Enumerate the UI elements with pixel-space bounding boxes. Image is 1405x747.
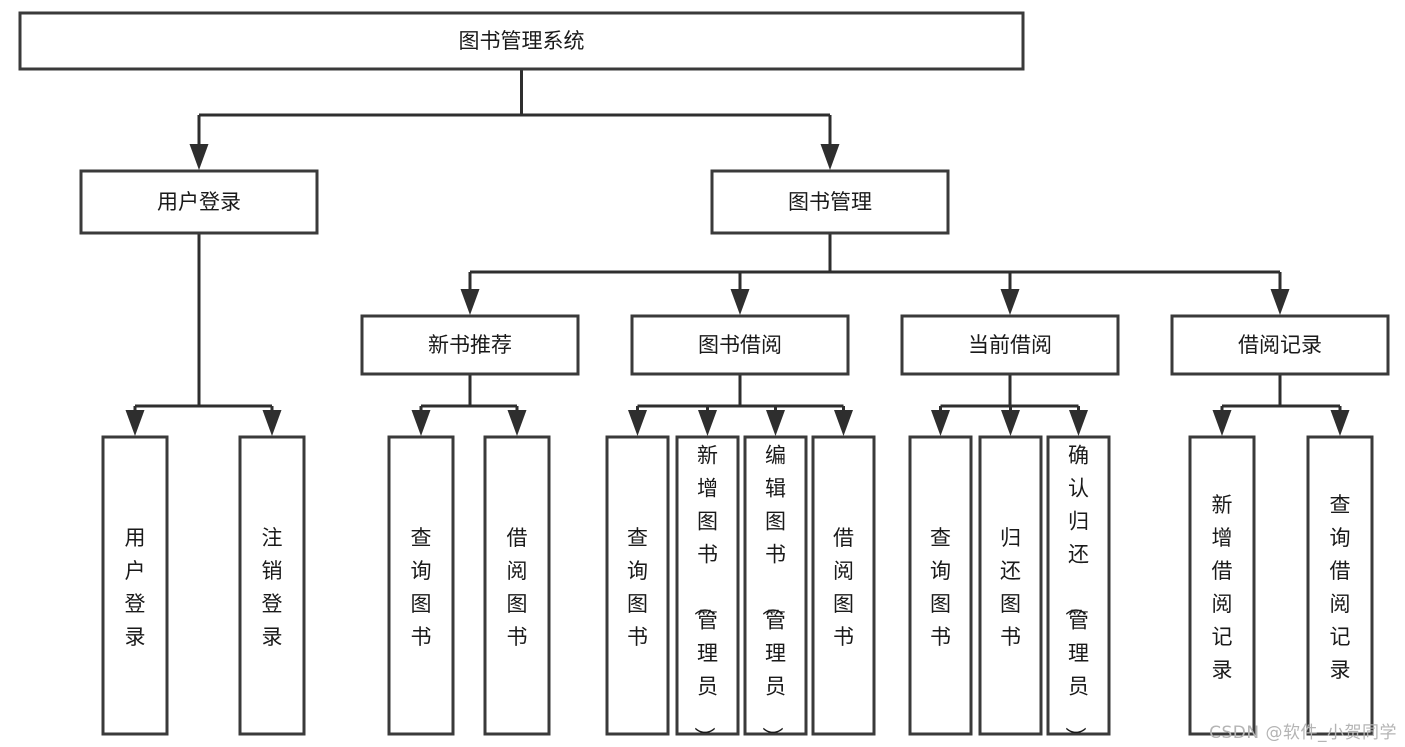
node-root[interactable]: 图书管理系统 (18, 11, 1025, 71)
node-label-leaf-user-login: 用户登录 (125, 526, 146, 649)
node-box-leaf-add-borrow-record (1188, 435, 1256, 736)
node-label-leaf-query-book-2: 查询图书 (627, 526, 648, 649)
csdn-watermark: CSDN @软件_小贺同学 (1209, 723, 1397, 743)
arrowhead-icon (262, 410, 282, 436)
node-box-book-borrow (630, 314, 850, 376)
arrowhead-icon (1001, 410, 1020, 436)
node-box-current-borrow (900, 314, 1120, 376)
connector-group-book-manage (460, 233, 1290, 315)
node-leaf-query-borrow-record[interactable]: 查询借阅记录 (1306, 435, 1374, 736)
arrowhead-icon (1069, 410, 1088, 436)
node-box-leaf-borrow-book-1 (483, 435, 551, 736)
node-label-leaf-edit-book: 编辑图书（管理员） (760, 444, 786, 747)
arrowhead-icon (125, 410, 145, 436)
node-box-book-manage (710, 169, 950, 235)
arrowhead-icon (411, 410, 431, 436)
node-label-leaf-query-book-1: 查询图书 (411, 526, 432, 649)
node-leaf-add-book[interactable]: 新增图书（管理员） (675, 435, 740, 747)
node-label-leaf-add-borrow-record: 新增借阅记录 (1212, 493, 1233, 682)
node-borrow-record[interactable]: 借阅记录 (1170, 314, 1390, 376)
node-box-leaf-borrow-book-2 (811, 435, 876, 736)
node-label-leaf-confirm-return: 确认归还（管理员） (1063, 444, 1089, 747)
node-box-leaf-return-book (978, 435, 1043, 736)
arrowhead-icon (766, 410, 785, 436)
node-box-borrow-record (1170, 314, 1390, 376)
arrowhead-icon (1212, 410, 1232, 436)
arrowhead-icon (1330, 410, 1350, 436)
node-label-current-borrow: 当前借阅 (968, 333, 1052, 357)
arrowhead-icon (189, 144, 209, 170)
node-current-borrow[interactable]: 当前借阅 (900, 314, 1120, 376)
node-leaf-logout[interactable]: 注销登录 (238, 435, 306, 736)
node-leaf-query-book-3[interactable]: 查询图书 (908, 435, 973, 736)
node-box-leaf-confirm-return (1046, 435, 1111, 736)
node-label-leaf-query-borrow-record: 查询借阅记录 (1330, 493, 1351, 682)
arrowhead-icon (834, 410, 853, 436)
arrowhead-icon (931, 410, 950, 436)
node-leaf-query-book-1[interactable]: 查询图书 (387, 435, 455, 736)
node-label-book-manage: 图书管理 (788, 190, 872, 214)
node-label-borrow-record: 借阅记录 (1238, 333, 1322, 357)
arrowhead-icon (460, 289, 480, 315)
node-label-user-login: 用户登录 (157, 190, 241, 214)
node-leaf-return-book[interactable]: 归还图书 (978, 435, 1043, 736)
arrowhead-icon (730, 289, 750, 315)
node-box-leaf-query-book-1 (387, 435, 455, 736)
node-box-leaf-query-book-2 (605, 435, 670, 736)
node-label-leaf-borrow-book-2: 借阅图书 (833, 526, 854, 649)
node-box-leaf-user-login (101, 435, 169, 736)
node-leaf-borrow-book-2[interactable]: 借阅图书 (811, 435, 876, 736)
node-new-book-recommend[interactable]: 新书推荐 (360, 314, 580, 376)
node-box-leaf-logout (238, 435, 306, 736)
arrowhead-icon (698, 410, 717, 436)
node-user-login[interactable]: 用户登录 (79, 169, 319, 235)
connector-group-book-borrow (628, 374, 853, 436)
node-leaf-edit-book[interactable]: 编辑图书（管理员） (743, 435, 808, 747)
node-box-new-book-recommend (360, 314, 580, 376)
connector-group-user-login (125, 233, 282, 436)
node-leaf-add-borrow-record[interactable]: 新增借阅记录 (1188, 435, 1256, 736)
node-label-leaf-borrow-book-1: 借阅图书 (507, 526, 528, 649)
node-leaf-user-login[interactable]: 用户登录 (101, 435, 169, 736)
connectors-layer (125, 69, 1350, 436)
node-leaf-borrow-book-1[interactable]: 借阅图书 (483, 435, 551, 736)
node-label-leaf-logout: 注销登录 (262, 526, 283, 649)
node-box-leaf-query-book-3 (908, 435, 973, 736)
arrowhead-icon (507, 410, 527, 436)
arrowhead-icon (1000, 289, 1020, 315)
node-book-manage[interactable]: 图书管理 (710, 169, 950, 235)
node-book-borrow[interactable]: 图书借阅 (630, 314, 850, 376)
connector-group-root (189, 69, 840, 170)
connector-group-new-book-recommend (411, 374, 527, 436)
node-label-book-borrow: 图书借阅 (698, 333, 782, 357)
node-label-new-book-recommend: 新书推荐 (428, 333, 512, 357)
connector-group-borrow-record (1212, 374, 1350, 436)
node-box-leaf-edit-book (743, 435, 808, 736)
node-label-leaf-query-book-3: 查询图书 (930, 526, 951, 649)
node-box-user-login (79, 169, 319, 235)
node-leaf-confirm-return[interactable]: 确认归还（管理员） (1046, 435, 1111, 747)
node-leaf-query-book-2[interactable]: 查询图书 (605, 435, 670, 736)
node-box-leaf-add-book (675, 435, 740, 736)
nodes-layer: 图书管理系统用户登录图书管理新书推荐图书借阅当前借阅借阅记录用户登录注销登录查询… (18, 11, 1390, 747)
arrowhead-icon (628, 410, 647, 436)
arrowhead-icon (820, 144, 840, 170)
node-box-root (18, 11, 1025, 71)
node-box-leaf-query-borrow-record (1306, 435, 1374, 736)
arrowhead-icon (1270, 289, 1290, 315)
node-label-root: 图书管理系统 (459, 29, 585, 53)
connector-group-current-borrow (931, 374, 1088, 436)
node-label-leaf-add-book: 新增图书（管理员） (692, 444, 718, 747)
node-label-leaf-return-book: 归还图书 (1000, 526, 1021, 649)
